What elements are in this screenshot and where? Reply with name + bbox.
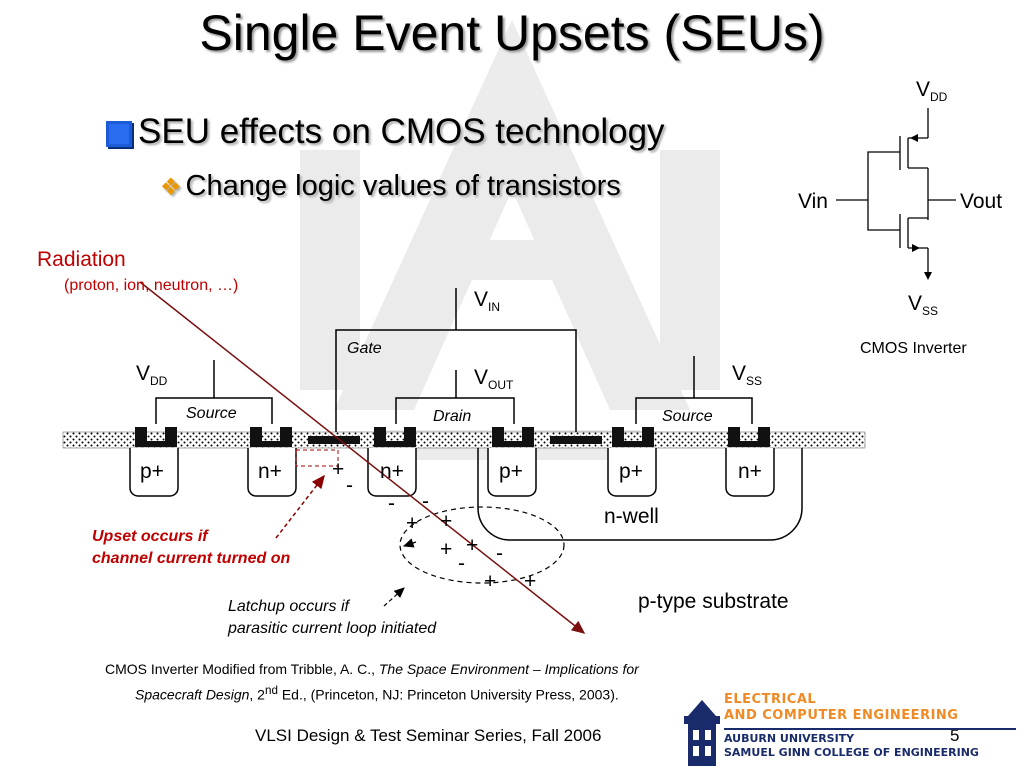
square-bullet-icon: [106, 120, 132, 147]
vout-label: VOUT: [474, 366, 514, 393]
source-right-label: Source: [662, 408, 713, 425]
inverter-vin-label: Vin: [798, 190, 828, 213]
charge-marker: +: [332, 458, 345, 481]
page-title: Single Event Upsets (SEUs): [199, 5, 825, 61]
vss-label: VSS: [732, 362, 763, 389]
page-number: 5: [950, 726, 960, 745]
charge-marker: +: [466, 534, 479, 557]
gate-label: Gate: [347, 340, 382, 357]
charge-marker: -: [388, 492, 395, 515]
inverter-caption: CMOS Inverter: [860, 340, 967, 357]
substrate-label: p-type substrate: [638, 590, 789, 613]
inverter-schematic: [836, 108, 956, 278]
inverter-vdd-label: VDD: [916, 78, 948, 105]
drain-label: Drain: [433, 408, 472, 425]
charge-marker: -: [458, 552, 465, 575]
charge-marker: +: [440, 510, 453, 533]
parasitic-loop: [399, 506, 565, 584]
diamond-bullet-icon: ❖: [160, 174, 182, 201]
bullet-level2: ❖Change logic values of transistors: [160, 170, 621, 203]
charge-marker: +: [440, 538, 453, 561]
vin-label: VIN: [474, 288, 501, 315]
channel-dashed-box: [295, 449, 339, 467]
charge-marker: +: [524, 570, 537, 593]
region-label: n+: [738, 460, 762, 483]
contact-pads: [135, 427, 770, 447]
region-label: n+: [380, 460, 404, 483]
n-well-outline: [477, 448, 803, 541]
auburn-tower-icon: [684, 700, 720, 766]
radiation-label: Radiation: [37, 248, 126, 271]
inverter-vss-label: VSS: [908, 292, 939, 319]
charge-marker: +: [484, 570, 497, 593]
bullet-level1: SEU effects on CMOS technology: [106, 112, 665, 152]
logo-divider: [724, 728, 1016, 730]
charge-marker: -: [496, 542, 503, 565]
vdd-label: VDD: [136, 362, 168, 389]
region-label: p+: [140, 460, 164, 483]
region-label: n+: [258, 460, 282, 483]
citation: CMOS Inverter Modified from Tribble, A. …: [105, 661, 639, 703]
region-label: p+: [499, 460, 523, 483]
charge-marker: -: [346, 474, 353, 497]
radiation-path: [139, 281, 586, 634]
bullet-level1-text: SEU effects on CMOS technology: [138, 112, 665, 151]
charge-marker: -: [422, 490, 429, 513]
charge-marker: +: [406, 512, 419, 535]
radiation-detail: (proton, ion, neutron, …): [64, 277, 239, 294]
region-label: p+: [619, 460, 643, 483]
inverter-vout-label: Vout: [960, 190, 1003, 213]
footer-text: VLSI Design & Test Seminar Series, Fall …: [255, 726, 602, 745]
source-left-label: Source: [186, 405, 237, 422]
n-well-label: n-well: [604, 505, 659, 528]
bullet-level2-text: Change logic values of transistors: [185, 170, 621, 202]
